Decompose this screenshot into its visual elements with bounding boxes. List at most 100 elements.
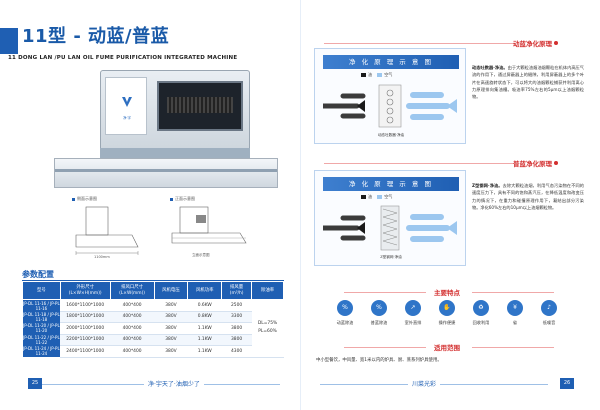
machine-vent: [167, 97, 233, 113]
legend-oil: 油: [368, 72, 372, 77]
side-view-svg: [75, 206, 139, 255]
params-title: 参数配置: [22, 270, 54, 279]
dimension-label: 1100mm: [94, 255, 110, 259]
params-header-row: 型号 外形尺寸(L×W×H(mm)) 排风口尺寸(L×W(mm)) 风机电压 风…: [22, 281, 284, 300]
legend-air: 空气: [384, 72, 393, 77]
feature-item: ✋ 操作便捷: [432, 300, 462, 326]
machine-frame: [100, 148, 250, 158]
cell-airflow: 3800: [221, 334, 252, 346]
left-page: 11型 - 动蓝/普蓝 11 DONG LAN /PU LAN OIL FUME…: [0, 26, 290, 358]
heading-line-right: [472, 292, 554, 293]
pu-lan-legend: 油 空气: [357, 194, 392, 200]
technical-drawings: 侧面示意图 1100mm 正面示意图 立面示意图: [40, 195, 250, 265]
pu-lan-heading-text: 普蓝净化原理: [513, 160, 552, 168]
machine-stripe: [55, 169, 277, 172]
side-view-drawing: 侧面示意图 1100mm: [72, 195, 144, 263]
heading-line-right: [472, 347, 554, 348]
col-voltage: 风机电压: [153, 281, 189, 300]
heading-line: [324, 163, 514, 164]
feature-label: 省: [512, 320, 518, 325]
cell-size: 1800*1100*1000: [60, 311, 111, 323]
feature-label: 操作便捷: [438, 320, 456, 325]
col-airflow: 排风量(m³/h): [221, 281, 253, 300]
scope-heading-text: 适用范围: [434, 344, 460, 352]
cell-power: 0.6KW: [187, 299, 222, 312]
cell-voltage: 380V: [154, 322, 188, 335]
oil-removal-icon: %: [337, 300, 353, 316]
cell-model: JP-DL 11-16 / JP-PL 11-16: [22, 299, 61, 311]
cell-outlet: 400*400: [110, 334, 155, 346]
cell-model: JP-DL 11-20 / JP-PL 11-20: [22, 322, 61, 334]
machine-logo-text: 净·宇: [122, 116, 132, 120]
footer-slogan-left: 净·宇天了·油烟少了: [144, 379, 204, 388]
feature-item: ¥ 省: [500, 300, 530, 326]
features-list: % 动蓝除油 % 普蓝除油 ↗ 室外直排 ✋ 操作便捷 ♻ 回收利用 ¥ 省 ♪…: [330, 300, 570, 334]
feature-item: % 普蓝除油: [364, 300, 394, 326]
cell-size: 1600*1100*1000: [60, 299, 111, 312]
feature-item: % 动蓝除油: [330, 300, 360, 326]
col-model: 型号: [22, 281, 61, 300]
col-size: 外形尺寸(L×W×H(mm)): [59, 281, 111, 300]
heading-dot: [554, 41, 558, 45]
cell-removal-rate: DL=75% PL=60%: [251, 299, 284, 358]
table-row: JP-DL 11-24 / JP-PL 11-24 2400*1100*1000…: [22, 345, 284, 358]
heading-line-left: [344, 292, 426, 293]
cell-voltage: 380V: [154, 299, 188, 312]
cell-voltage: 380V: [154, 345, 188, 358]
feature-item: ↗ 室外直排: [398, 300, 428, 326]
cell-voltage: 380V: [154, 311, 188, 323]
low-noise-icon: ♪: [541, 300, 557, 316]
legend-air: 空气: [384, 194, 393, 199]
heading-dot: [554, 161, 558, 165]
air-swatch: [377, 73, 383, 77]
heading-line: [324, 43, 514, 44]
machine-hood-base: [54, 158, 278, 188]
page-title: 11型 - 动蓝/普蓝: [22, 26, 170, 47]
col-rate: 除油率: [251, 281, 284, 300]
cell-size: 2200*1100*1000: [60, 334, 111, 346]
dong-lan-description: 动态吐数器·净油。由于大颗粒油烟油烟颗粒在机体内高压气流的作用下，通过屏蔽器上的…: [472, 64, 584, 100]
table-row: JP-DL 11-22 / JP-PL 11-22 2200*1100*1000…: [22, 334, 284, 346]
feature-label: 室外直排: [404, 320, 422, 325]
cell-power: 1.1KW: [187, 322, 222, 335]
title-accent-bar: [0, 28, 18, 54]
params-table: 型号 外形尺寸(L×W×H(mm)) 排风口尺寸(L×W(mm)) 风机电压 风…: [22, 281, 284, 358]
page-number-right: 26: [560, 378, 574, 389]
pu-lan-flow-diagram: [323, 205, 457, 251]
feature-label: 普蓝除油: [370, 320, 388, 325]
feature-label: 低噪音: [542, 320, 556, 325]
cell-airflow: 3300: [221, 311, 252, 323]
machine-illustration: 净·宇: [40, 62, 290, 202]
pu-lan-principle-box: 净 化 原 理 示 意 图 油 空气 Z型钢网·净油: [314, 170, 466, 266]
dong-lan-desc-bold: 动态吐数器·净油。: [472, 65, 508, 70]
saving-icon: ¥: [507, 300, 523, 316]
feature-item: ♻ 回收利用: [466, 300, 496, 326]
dong-lan-flow-diagram: [323, 84, 457, 128]
operation-icon: ✋: [439, 300, 455, 316]
feature-label: 回收利用: [472, 320, 490, 325]
scope-text: 中小型餐饮，中风量、宽1米以内的炉具、厨、蒸系列炉具使用。: [316, 358, 442, 363]
dong-lan-desc-text: 由于大颗粒油烟油烟颗粒在机体内高压气流的作用下，通过屏蔽器上的缝隙，利用屏蔽器上…: [472, 65, 584, 100]
rate-pl: PL=60%: [258, 329, 277, 335]
feature-label: 动蓝除油: [336, 320, 354, 325]
cell-outlet: 400*400: [110, 299, 155, 312]
machine-control-panel: [157, 81, 243, 131]
cell-airflow: 4300: [221, 345, 252, 358]
pu-lan-banner: 净 化 原 理 示 意 图: [323, 177, 459, 191]
front-view-label: 正面示意图: [175, 196, 195, 201]
feature-item: ♪ 低噪音: [534, 300, 564, 326]
machine-door: 净·宇: [105, 77, 147, 135]
cell-power: 1.1KW: [187, 334, 222, 346]
table-row: JP-DL 11-16 / JP-PL 11-16 1600*1100*1000…: [22, 299, 284, 358]
cell-voltage: 380V: [154, 334, 188, 346]
col-outlet: 排风口尺寸(L×W(mm)): [109, 281, 155, 300]
table-row: JP-DL 11-20 / JP-PL 11-20 2000*1100*1000…: [22, 322, 284, 335]
front-view-caption: 立面示意图: [192, 253, 210, 257]
pu-lan-desc-bold: Z型钢网·净油。: [472, 183, 503, 188]
rate-dl: DL=75%: [257, 321, 278, 327]
cell-power: 1.1KW: [187, 345, 222, 358]
cell-size: 2400*1100*1000: [60, 345, 111, 358]
oil-swatch: [361, 73, 366, 77]
dong-lan-principle-box: 净 化 原 理 示 意 图 油 空气 动态吐数器·净油: [314, 48, 466, 144]
pu-lan-heading: 普蓝净化原理: [324, 158, 580, 168]
